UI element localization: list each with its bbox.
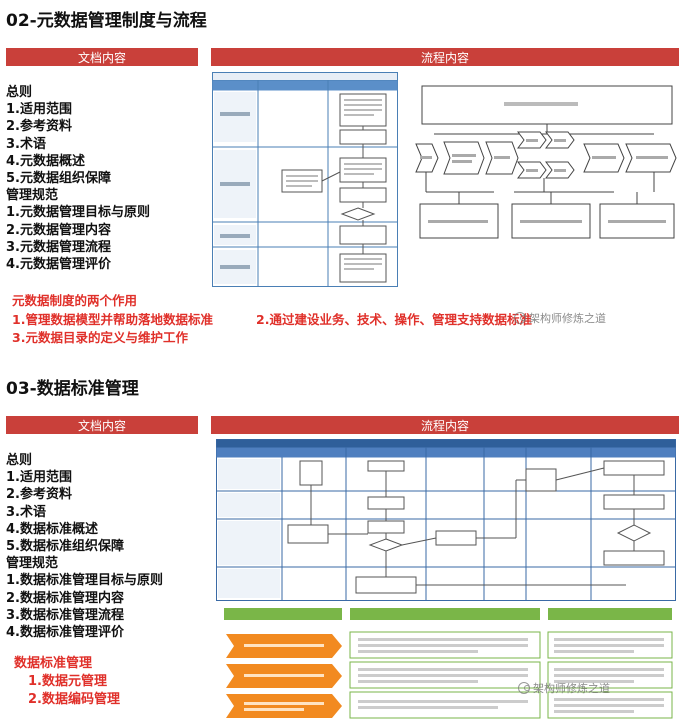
standard-mgmt-item: 1.数据元管理 [28,674,107,689]
toc-item: 4.数据标准管理评价 [6,625,124,641]
toc-item: 2.参考资料 [6,487,72,503]
section1-toc: 总则 1.适用范围 2.参考资料 3.术语 4.元数据概述 5.元数据组织保障 … [6,84,150,273]
section2-flow-bar: 流程内容 [211,416,679,434]
toc-item: 3.元数据管理流程 [6,239,111,255]
watermark-1: 架构师修炼之道 [514,310,606,326]
toc-item: 2.参考资料 [6,119,72,135]
toc-item: 5.元数据组织保障 [6,171,111,187]
toc-item: 总则 [6,85,33,100]
metadata-role-2: 2.通过建设业务、技术、操作、管理支持数据标准 [256,312,532,327]
standard-swimlane-figure [216,439,676,601]
wechat-icon [518,682,530,694]
toc-item: 4.元数据概述 [6,153,85,169]
watermark-2: 架构师修炼之道 [518,680,610,696]
section2-doc-bar: 文档内容 [6,416,198,434]
toc-item: 1.元数据管理目标与原则 [6,205,150,221]
toc-item: 1.适用范围 [6,102,72,118]
metadata-role-3: 3.元数据目录的定义与维护工作 [12,330,188,345]
section1-flow-bar: 流程内容 [211,48,679,66]
toc-item: 1.适用范围 [6,470,72,486]
section2-toc: 总则 1.适用范围 2.参考资料 3.术语 4.数据标准概述 5.数据标准组织保… [6,452,163,641]
metadata-process-diagram [415,85,677,239]
toc-item: 总则 [6,453,33,468]
toc-item: 4.元数据管理评价 [6,257,111,273]
metadata-role-1: 1.管理数据模型并帮助落地数据标准 [12,312,213,327]
toc-item: 4.数据标准概述 [6,521,98,537]
section2-title: 03-数据标准管理 [6,379,139,399]
standard-mgmt-item: 2.数据编码管理 [28,692,120,707]
standard-mgmt-heading: 数据标准管理 [14,656,93,671]
standard-summary-table [224,608,673,719]
wechat-icon [514,312,526,324]
toc-item: 管理规范 [6,556,59,572]
metadata-swimlane-figure [212,72,398,287]
toc-item: 1.数据标准管理目标与原则 [6,573,163,589]
metadata-roles-heading: 元数据制度的两个作用 [12,293,138,308]
toc-item: 3.术语 [6,504,46,520]
section1-title: 02-元数据管理制度与流程 [6,11,207,31]
toc-item: 管理规范 [6,188,59,204]
section1-doc-bar: 文档内容 [6,48,198,66]
toc-item: 3.术语 [6,136,46,152]
toc-item: 2.元数据管理内容 [6,222,111,238]
toc-item: 3.数据标准管理流程 [6,607,124,623]
toc-item: 2.数据标准管理内容 [6,590,124,606]
toc-item: 5.数据标准组织保障 [6,539,124,555]
